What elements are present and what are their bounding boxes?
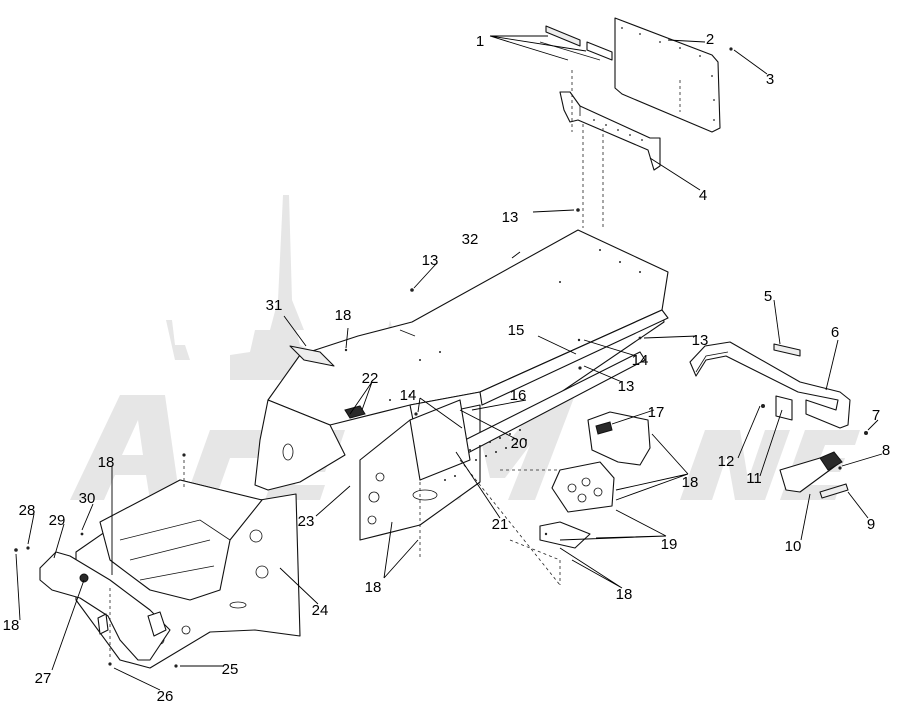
callout-c20: 20 [511,435,528,452]
back-plate-rivets [621,27,715,121]
callout-c19: 19 [661,536,678,553]
callout-c18e: 18 [616,586,633,603]
callout-c31: 31 [266,297,283,314]
callout-c12: 12 [718,453,735,470]
washer-28 [26,546,30,550]
front-frame-inner [99,479,263,601]
nut-7 [864,431,868,435]
callout-c28: 28 [19,502,36,519]
back-plate [614,17,721,133]
fastener-18-front [182,453,186,457]
callout-c32: 32 [462,231,479,248]
callout-c3: 3 [766,71,774,88]
callout-c7: 7 [872,407,880,424]
part-17 [587,411,651,466]
callout-c18a: 18 [335,307,352,324]
callout-c26: 26 [157,688,174,705]
callout-c23: 23 [298,513,315,530]
flap-reflector [819,483,849,499]
tunnel-top-face [267,229,669,426]
rear-bumper-assembly [689,341,868,499]
callout-c1: 1 [476,33,484,50]
callout-c13b: 13 [422,252,439,269]
callout-c15: 15 [508,322,525,339]
tunnel-rail [479,309,669,406]
part-19-upper [551,461,615,513]
callout-c21: 21 [492,516,509,533]
callout-c30: 30 [79,490,96,507]
callout-c24: 24 [312,602,329,619]
pin-30 [80,532,84,536]
bolt-12 [761,404,765,408]
bolt-27 [79,573,89,583]
back-plate-assembly [539,17,733,230]
callout-c9: 9 [867,516,875,533]
tunnel-inner-panel [409,399,471,481]
callout-c18f: 18 [3,617,20,634]
bracket-11 [775,395,793,421]
center-brackets [500,411,651,561]
flap-rivet [838,466,842,470]
plate-31 [289,345,335,367]
fastener-18-left [14,548,18,552]
decal-strip-upper [545,25,581,47]
rear-bumper [689,341,851,429]
plate-fastener [729,47,733,51]
callout-c29: 29 [49,512,66,529]
callout-c18c: 18 [682,474,699,491]
callout-c25: 25 [222,661,239,678]
callout-c14b: 14 [400,387,417,404]
main-tunnel [254,229,669,586]
decal-5 [773,343,801,357]
callout-c17: 17 [648,404,665,421]
callout-c8: 8 [882,442,890,459]
front-frame [14,453,301,669]
callout-c13c: 13 [692,332,709,349]
callout-c18b: 18 [98,454,115,471]
bracket-holes [593,119,643,141]
callout-c11: 11 [746,470,762,487]
callout-c6: 6 [831,324,839,341]
snow-flap [779,457,839,493]
callout-c16: 16 [510,387,527,404]
screw-25 [174,664,178,668]
callout-c4: 4 [699,187,707,204]
flap-texture [819,451,843,471]
callout-c10: 10 [785,538,802,555]
bolt-13-top [576,208,580,212]
mounting-bracket [559,91,661,171]
callout-c22: 22 [362,370,379,387]
nut-26 [108,662,112,666]
tunnel-left-side [254,399,346,491]
front-bumper [39,551,171,661]
callout-c18d: 18 [365,579,382,596]
callout-c13d: 13 [618,378,635,395]
part-19-lower [539,521,591,549]
callout-c13a: 13 [502,209,519,226]
callout-c14a: 14 [632,352,649,369]
callout-c5: 5 [764,288,772,305]
leader-lines [15,35,883,691]
decal-strip-lower [586,41,613,61]
callout-c27: 27 [35,670,52,687]
callout-c2: 2 [706,31,714,48]
